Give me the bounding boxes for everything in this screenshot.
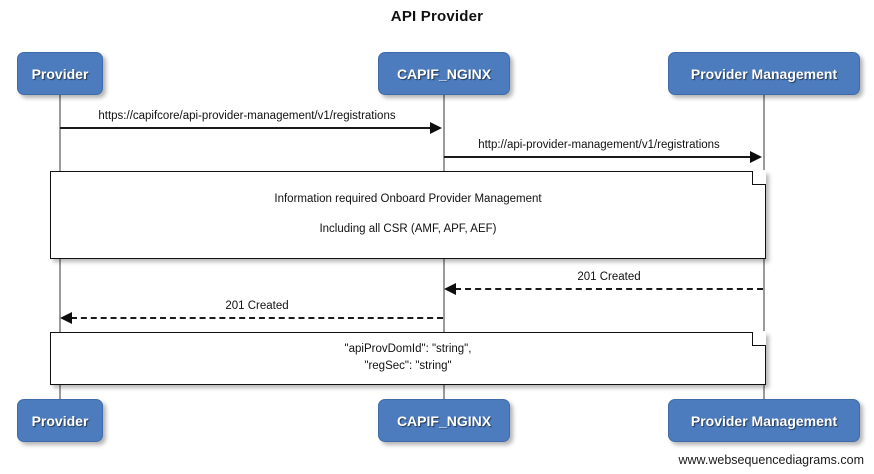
message-label-3: 201 Created: [577, 271, 641, 283]
message-label-1: https://capifcore/api-provider-managemen…: [98, 110, 396, 122]
diagram-title: API Provider: [390, 8, 484, 25]
participant-label: Provider: [31, 412, 89, 429]
note-line: "apiProvDomId": "string",: [344, 343, 472, 356]
participant-label: CAPIF_NGINX: [396, 65, 492, 82]
message-line-3: [455, 288, 763, 290]
arrow-head-right-2: [750, 151, 762, 163]
participant-label: Provider Management: [690, 65, 838, 82]
participant-label: CAPIF_NGINX: [396, 412, 492, 429]
message-line-4: [71, 317, 443, 319]
arrow-head-right-1: [430, 122, 442, 134]
arrow-head-left-3: [444, 283, 456, 295]
note-line: Including all CSR (AMF, APF, AEF): [319, 223, 497, 235]
arrow-head-left-4: [60, 312, 72, 324]
participant-label: Provider: [31, 65, 89, 82]
note-fold-corner-icon: [751, 169, 766, 185]
participant-provider-management-top[interactable]: Provider Management: [668, 52, 860, 95]
note-line: "regSec": "string": [364, 360, 452, 372]
participant-capif-nginx-bottom[interactable]: CAPIF_NGINX: [378, 399, 510, 442]
participant-capif-nginx-top[interactable]: CAPIF_NGINX: [378, 52, 510, 95]
note-fold-corner-icon: [751, 330, 766, 346]
note-response-body: "apiProvDomId": "string", "regSec": "str…: [50, 330, 766, 385]
note-line: Information required Onboard Provider Ma…: [274, 193, 542, 206]
watermark: www.websequencediagrams.com: [678, 453, 864, 467]
message-label-4: 201 Created: [225, 300, 289, 312]
participant-provider-top[interactable]: Provider: [17, 52, 103, 95]
participant-provider-management-bottom[interactable]: Provider Management: [668, 399, 860, 442]
participant-provider-bottom[interactable]: Provider: [17, 399, 103, 442]
message-line-1: [60, 127, 434, 129]
note-information-required: Information required Onboard Provider Ma…: [50, 169, 766, 259]
participant-label: Provider Management: [690, 412, 838, 429]
message-line-2: [444, 156, 754, 158]
message-label-2: http://api-provider-management/v1/regist…: [478, 139, 720, 151]
